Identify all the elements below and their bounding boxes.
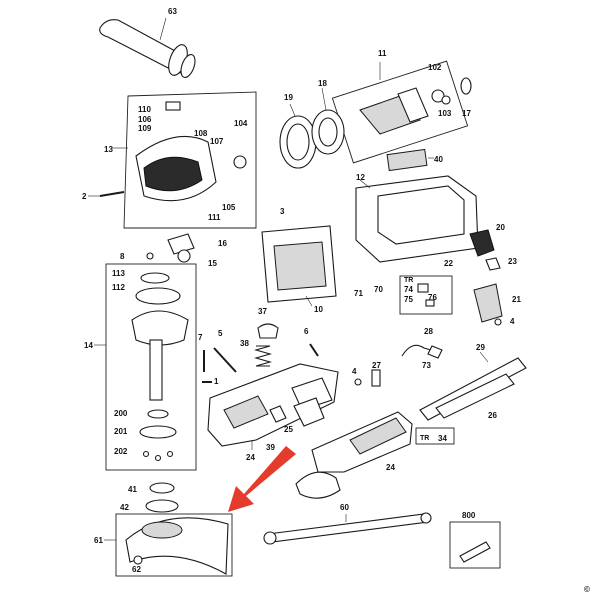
label-62: 62 <box>132 565 141 574</box>
screw-part <box>88 191 125 197</box>
rear-handle-rod <box>419 351 527 421</box>
label-106: 106 <box>138 115 152 124</box>
label-8: 8 <box>120 252 125 261</box>
label-21: 21 <box>512 295 521 304</box>
armature-part <box>331 60 472 164</box>
label-17: 17 <box>462 109 471 118</box>
tr-kit-34 <box>415 427 455 445</box>
label-39: 39 <box>266 443 275 452</box>
label-102: 102 <box>428 63 442 72</box>
label-19: 19 <box>284 93 293 102</box>
housing-half-left <box>207 363 339 450</box>
label-63: 63 <box>168 7 177 16</box>
label-22: 22 <box>444 259 453 268</box>
label-201: 201 <box>114 427 128 436</box>
label-111: 111 <box>208 213 221 222</box>
label-104: 104 <box>234 119 248 128</box>
label-20: 20 <box>496 223 505 232</box>
label-108: 108 <box>194 129 208 138</box>
label-76: 76 <box>428 293 437 302</box>
label-25: 25 <box>284 425 293 434</box>
label-2: 2 <box>82 192 87 201</box>
label-4b: 4 <box>352 367 357 376</box>
label-12: 12 <box>356 173 365 182</box>
label-73: 73 <box>422 361 431 370</box>
brush-holder-kit <box>399 275 453 315</box>
label-110: 110 <box>138 105 151 114</box>
label-6: 6 <box>304 327 309 336</box>
label-10: 10 <box>314 305 323 314</box>
spanner-wrench-part <box>263 512 432 545</box>
label-3: 3 <box>280 207 285 216</box>
label-27: 27 <box>372 361 381 370</box>
label-202: 202 <box>114 447 128 456</box>
gear-housing-part <box>112 91 257 229</box>
label-5: 5 <box>218 329 223 338</box>
label-24b: 24 <box>386 463 395 472</box>
clip-parts <box>354 344 443 387</box>
label-16: 16 <box>218 239 227 248</box>
label-34: 34 <box>438 434 447 443</box>
label-7: 7 <box>198 333 203 342</box>
label-11: 11 <box>378 49 387 58</box>
label-105: 105 <box>222 203 236 212</box>
label-38: 38 <box>240 339 249 348</box>
label-24a: 24 <box>246 453 255 462</box>
label-41: 41 <box>128 485 137 494</box>
field-coil-part <box>261 225 337 307</box>
label-61: 61 <box>94 536 103 545</box>
bearing-rings-part <box>279 87 345 169</box>
part-number-labels: 63 11 102 19 18 103 17 110 106 109 108 1… <box>82 7 590 594</box>
label-14: 14 <box>84 341 93 350</box>
brush-cap-parts <box>269 397 325 427</box>
lock-button-spring <box>253 323 279 367</box>
label-1: 1 <box>214 377 219 386</box>
label-23: 23 <box>508 257 517 266</box>
label-75: 75 <box>404 295 413 304</box>
nameplate-part <box>386 148 434 172</box>
label-tr-1: TR <box>404 277 413 284</box>
label-40: 40 <box>434 155 443 164</box>
label-28: 28 <box>424 327 433 336</box>
spindle-assembly-part <box>94 263 197 471</box>
label-42: 42 <box>120 503 129 512</box>
screws-and-pins <box>202 343 319 383</box>
label-74: 74 <box>404 285 413 294</box>
label-109: 109 <box>138 124 152 133</box>
label-200: 200 <box>114 409 128 418</box>
label-60: 60 <box>340 503 349 512</box>
switch-parts <box>469 229 503 326</box>
copyright-mark: © <box>584 585 590 594</box>
handle-half-right <box>295 411 413 499</box>
label-13: 13 <box>104 145 113 154</box>
kit-800-part <box>449 521 501 569</box>
label-29: 29 <box>476 343 485 352</box>
motor-housing-part <box>355 175 479 263</box>
label-37: 37 <box>258 307 267 316</box>
label-103: 103 <box>438 109 452 118</box>
label-800: 800 <box>462 511 476 520</box>
label-112: 112 <box>112 283 125 292</box>
label-113: 113 <box>112 269 125 278</box>
highlight-arrow <box>228 446 296 512</box>
wheel-guard-part <box>104 482 233 577</box>
label-71: 71 <box>354 289 363 298</box>
label-18: 18 <box>318 79 327 88</box>
label-107: 107 <box>210 137 224 146</box>
label-70: 70 <box>374 285 383 294</box>
label-4a: 4 <box>510 317 515 326</box>
label-15: 15 <box>208 259 217 268</box>
label-26: 26 <box>488 411 497 420</box>
side-handle-part <box>99 17 196 79</box>
spindle-lock-part <box>146 233 195 263</box>
label-tr-2: TR <box>420 435 429 442</box>
